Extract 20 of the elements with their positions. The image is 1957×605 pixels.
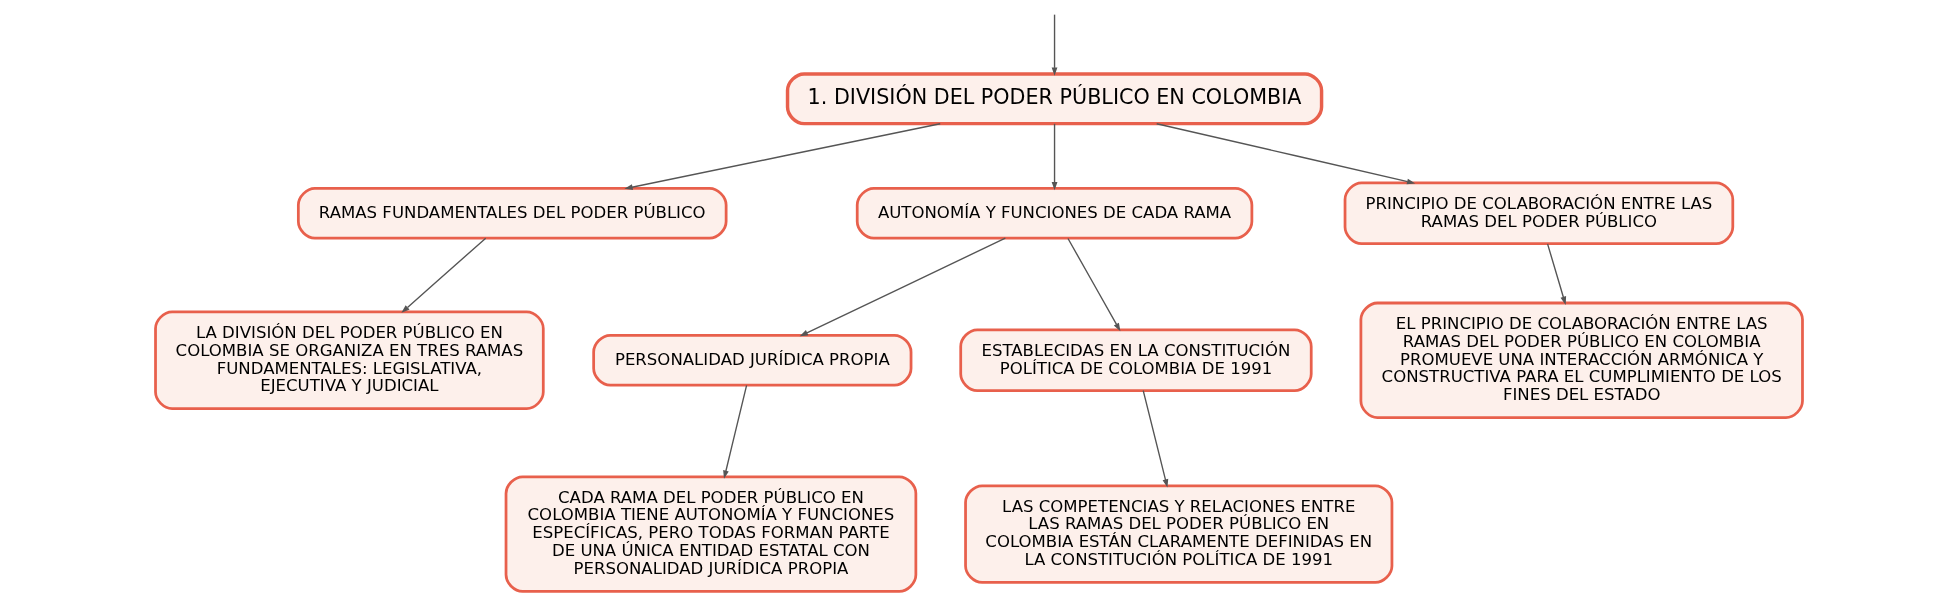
node-box: 1. DIVISIÓN DEL PODER PÚBLICO EN COLOMBIA <box>785 72 1323 126</box>
node-box: AUTONOMÍA Y FUNCIONES DE CADA RAMA <box>855 187 1253 240</box>
arrow <box>400 237 486 313</box>
node-box: CADA RAMA DEL PODER PÚBLICO EN COLOMBIA TIENE AUTONOMÍA Y FUNCIONES ESPECÍFICAS, PERO TODAS FORMAN PARTE DE UNA ÚNICA ENTIDAD ESTATAL CON PERSONALIDAD JURÍDICA PROPIA <box>504 475 917 593</box>
node-box: LA DIVISIÓN DEL PODER PÚBLICO EN COLOMBIA SE ORGANIZA EN TRES RAMAS FUNDAMENTALES: LEGISLATIVA, EJECUTIVA Y JUDICIAL <box>153 310 545 410</box>
node-box: PRINCIPIO DE COLABORACIÓN ENTRE LAS RAMAS DEL PODER PÚBLICO <box>1343 181 1734 246</box>
arrow <box>722 384 747 479</box>
arrow <box>1051 13 1057 76</box>
node-box: ESTABLECIDAS EN LA CONSTITUCIÓN POLÍTICA DE COLOMBIA DE 1991 <box>958 328 1313 392</box>
node-box: PERSONALIDAD JURÍDICA PROPIA <box>591 334 912 387</box>
arrow <box>1142 389 1168 488</box>
node-box: RAMAS FUNDAMENTALES DEL PODER PÚBLICO <box>296 187 727 240</box>
arrow <box>1546 243 1566 305</box>
arrow <box>1155 123 1415 185</box>
arrow <box>1066 237 1120 332</box>
node-box: EL PRINCIPIO DE COLABORACIÓN ENTRE LAS RAMAS DEL PODER PÚBLICO EN COLOMBIA PROMUEVE UNA INTERACCIÓN ARMÓNICA Y CONSTRUCTIVA PARA EL CUMPLIMIENTO DE LOS FINES DEL ESTADO <box>1359 301 1804 419</box>
arrow <box>1051 123 1057 191</box>
arrow <box>623 123 941 190</box>
arrow <box>799 237 1006 337</box>
node-box: LAS COMPETENCIAS Y RELACIONES ENTRE LAS RAMAS DEL PODER PÚBLICO EN COLOMBIA ESTÁN CLARAMENTE DEFINIDAS EN LA CONSTITUCIÓN POLÍTICA DE 1991 <box>963 484 1393 584</box>
